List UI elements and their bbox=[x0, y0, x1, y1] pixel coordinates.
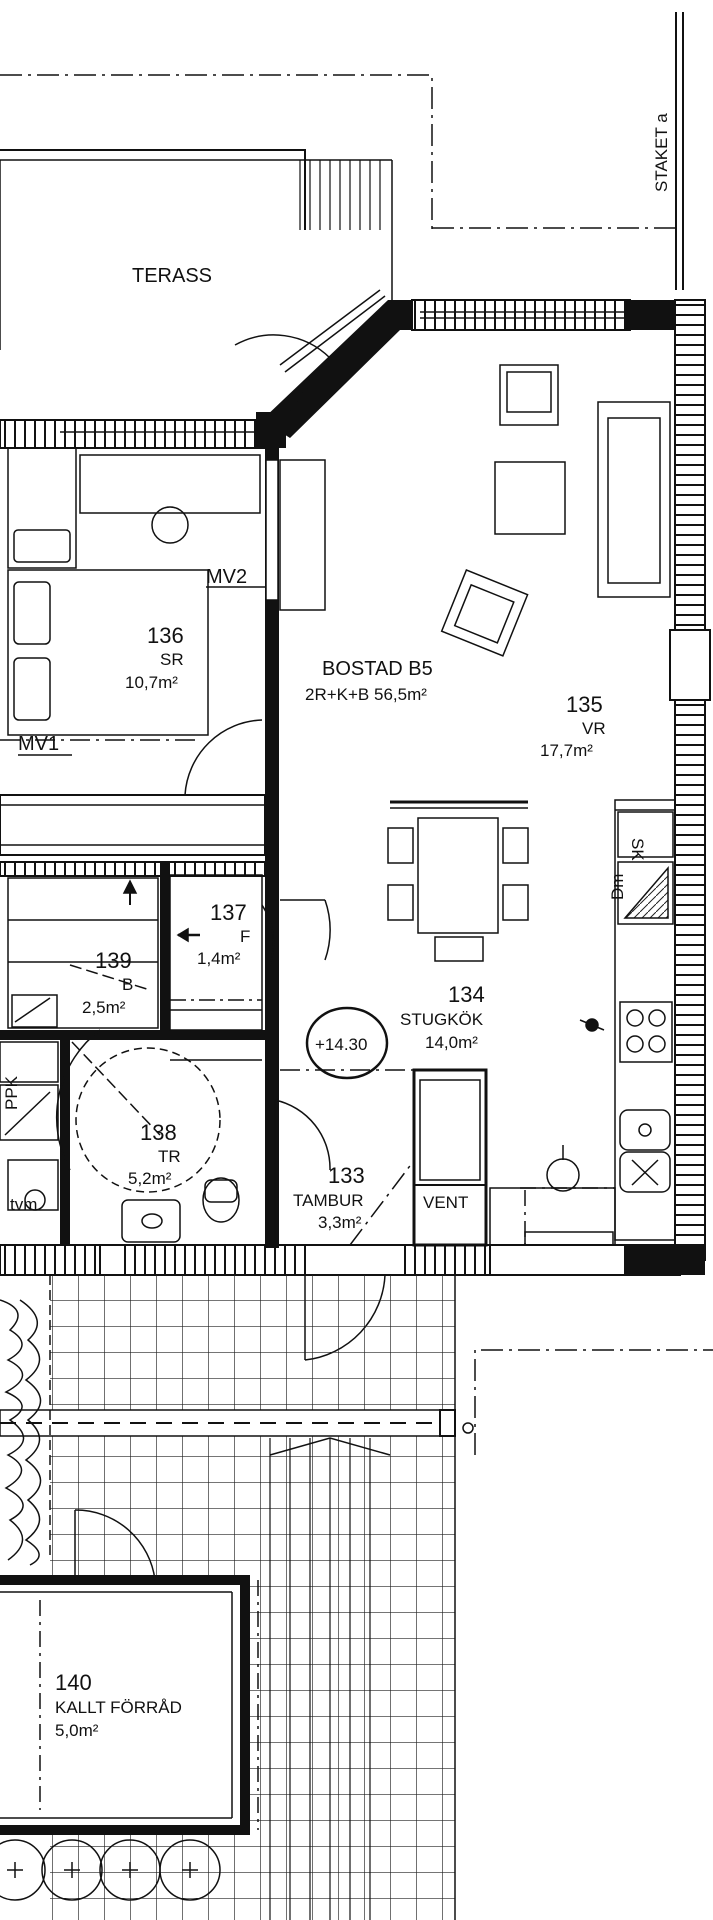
room-140-area: 5,0m² bbox=[55, 1721, 99, 1740]
room-139-number: 139 bbox=[95, 948, 132, 973]
room-139-name: B bbox=[122, 975, 133, 994]
kitchen-units bbox=[579, 799, 676, 1241]
kitchen-zone bbox=[170, 899, 616, 1246]
outer-walls bbox=[0, 299, 711, 1276]
bathroom-labels: 138 TR 5,2m² bbox=[128, 1120, 181, 1188]
room-139-area: 2,5m² bbox=[82, 998, 126, 1017]
bathroom bbox=[0, 1029, 240, 1243]
room-135-number: 135 bbox=[566, 692, 603, 717]
tambur-labels: 133 TAMBUR 3,3m² bbox=[293, 1163, 365, 1232]
room-140-name: KALLT FÖRRÅD bbox=[55, 1698, 182, 1717]
room-133-name: TAMBUR bbox=[293, 1191, 364, 1210]
elevation-marker: +14.30 bbox=[305, 1006, 389, 1080]
room-138-area: 5,2m² bbox=[128, 1169, 172, 1188]
room-140-number: 140 bbox=[55, 1670, 92, 1695]
closet bbox=[169, 874, 275, 1031]
mv2-label: MV2 bbox=[206, 566, 247, 588]
apartment-title: BOSTAD B5 bbox=[322, 658, 433, 680]
closet-labels: 137 F 1,4m² bbox=[197, 900, 250, 968]
living-room bbox=[387, 364, 671, 962]
wardrobe bbox=[279, 459, 326, 611]
room-137-area: 1,4m² bbox=[197, 949, 241, 968]
room-136-name: SR bbox=[160, 650, 184, 669]
vent-shaft: VENT bbox=[412, 1068, 488, 1247]
hedge-left bbox=[0, 1275, 51, 1566]
room-134-name: STUGKÖK bbox=[400, 1010, 484, 1029]
vent-label: VENT bbox=[423, 1193, 468, 1212]
cold-storage: 140 KALLT FÖRRÅD 5,0m² bbox=[0, 1509, 259, 1835]
bedroom: MV2 MV1 136 SR 10,7m² bbox=[0, 447, 266, 796]
shrubs bbox=[0, 1839, 221, 1901]
room-136-number: 136 bbox=[147, 623, 184, 648]
room-133-area: 3,3m² bbox=[318, 1213, 362, 1232]
kitchen-labels: 134 STUGKÖK 14,0m² bbox=[400, 982, 485, 1052]
room-134-number: 134 bbox=[448, 982, 485, 1007]
room-138-number: 138 bbox=[140, 1120, 177, 1145]
sk-label: SK bbox=[628, 838, 647, 861]
tvm-label: tvm bbox=[10, 1195, 37, 1214]
window-lines bbox=[60, 289, 625, 433]
ppk-label: PPK bbox=[2, 1075, 21, 1110]
room-134-area: 14,0m² bbox=[425, 1033, 478, 1052]
room-136-area: 10,7m² bbox=[125, 673, 178, 692]
terrace-door bbox=[234, 334, 331, 411]
elevation-label: +14.30 bbox=[315, 1035, 367, 1054]
apartment-spec: 2R+K+B 56,5m² bbox=[305, 685, 427, 704]
fence-label: STAKET a bbox=[652, 113, 671, 192]
room-135-area: 17,7m² bbox=[540, 741, 593, 760]
storage-labels: 139 B 2,5m² bbox=[82, 948, 133, 1017]
terrace-area: TERASS bbox=[0, 74, 680, 350]
dm-label: Dm bbox=[608, 874, 627, 900]
fence: STAKET a bbox=[652, 12, 684, 290]
living-room-labels: BOSTAD B5 2R+K+B 56,5m² 135 VR 17,7m² bbox=[305, 658, 606, 760]
room-133-number: 133 bbox=[328, 1163, 365, 1188]
room-138-name: TR bbox=[158, 1147, 181, 1166]
mv1-label: MV1 bbox=[18, 733, 59, 755]
room-135-name: VR bbox=[582, 719, 606, 738]
room-137-number: 137 bbox=[210, 900, 247, 925]
room-137-name: F bbox=[240, 927, 250, 946]
storage-room bbox=[7, 877, 159, 1029]
terrace-label: TERASS bbox=[132, 265, 212, 287]
